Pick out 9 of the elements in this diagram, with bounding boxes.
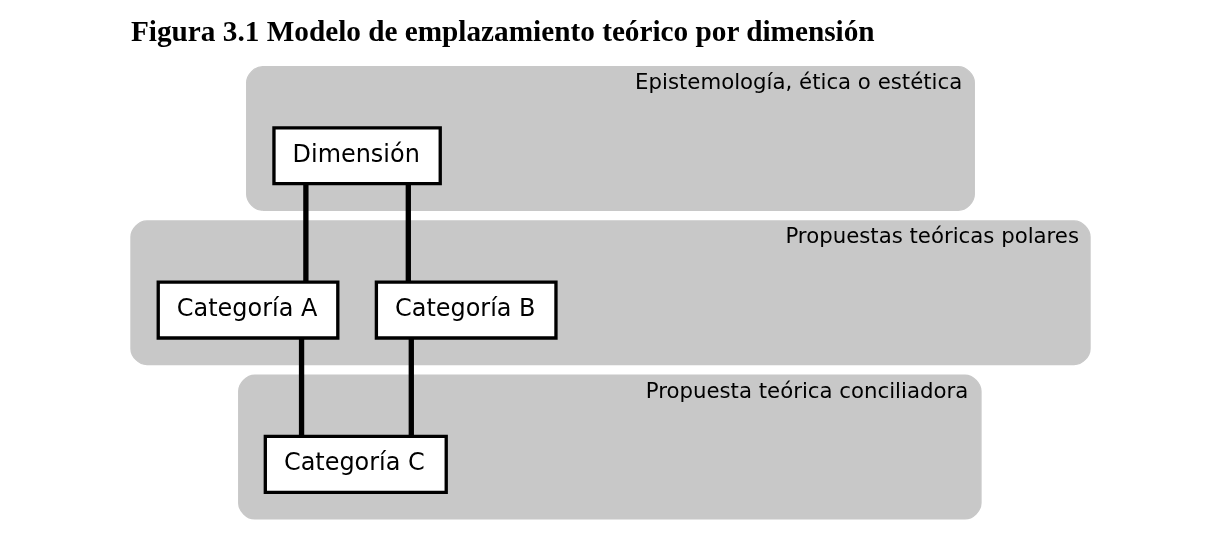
- node-box: Categoría C: [263, 434, 448, 494]
- connector: [302, 183, 309, 282]
- node-box: Categoría B: [374, 280, 558, 340]
- node-box: Dimensión: [271, 126, 442, 186]
- node-box: Categoría A: [156, 280, 339, 340]
- connector: [405, 183, 411, 282]
- connector: [408, 338, 414, 437]
- connector: [298, 338, 304, 437]
- diagram-title: Figura 3.1 Modelo de emplazamiento teórico por dimensión: [130, 14, 875, 47]
